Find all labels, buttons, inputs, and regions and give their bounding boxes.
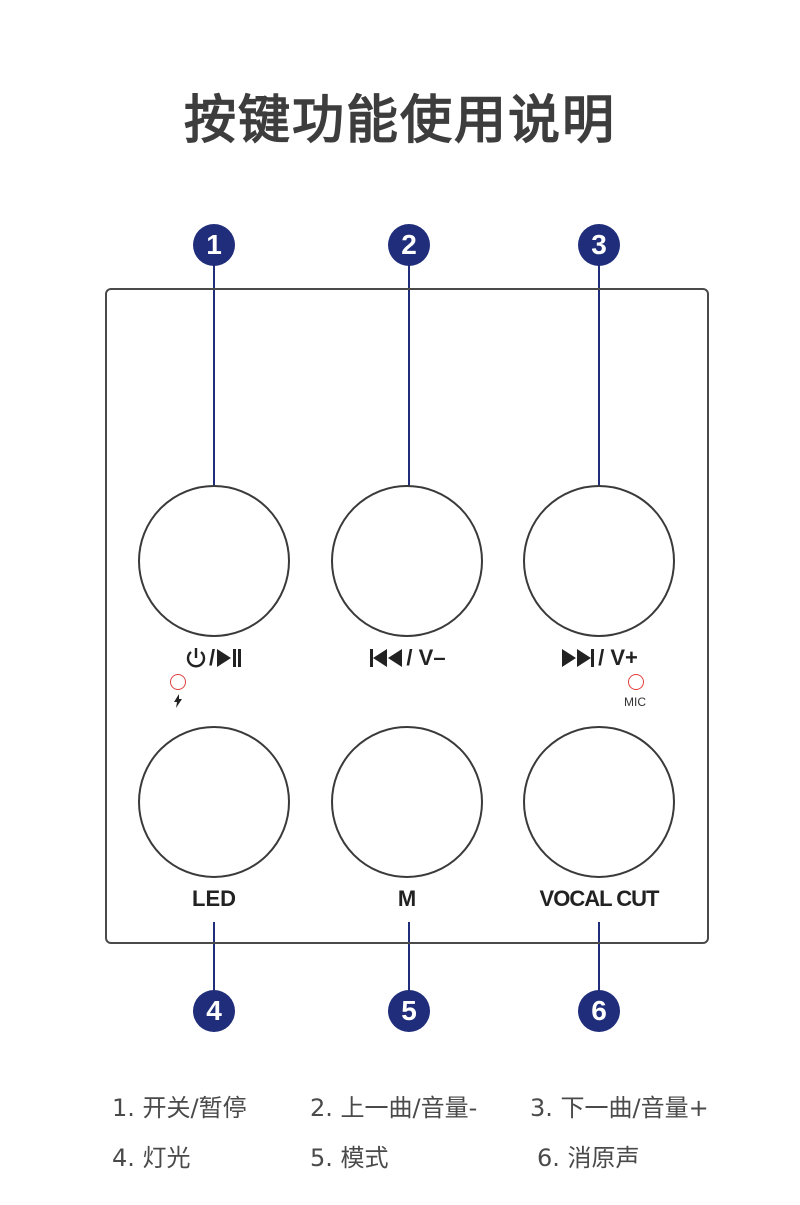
callout-badge-2: 2 [388, 224, 430, 266]
leader-line-5 [408, 922, 410, 994]
next-volume-up-button[interactable] [523, 485, 675, 637]
control-panel [105, 288, 709, 944]
prev-volume-text: / V– [406, 645, 446, 670]
legend-item-3: 3. 下一曲/音量+ [530, 1094, 709, 1122]
led-label: LED [192, 886, 236, 911]
mode-button[interactable] [331, 726, 483, 878]
callout-badge-4: 4 [193, 990, 235, 1032]
mic-label: MIC [624, 695, 646, 709]
callout-badge-5: 5 [388, 990, 430, 1032]
leader-line-4 [213, 922, 215, 994]
power-play-symbols: / [114, 645, 314, 671]
callout-badge-6: 6 [578, 990, 620, 1032]
charge-indicator-light [170, 674, 186, 690]
previous-track-icon [370, 649, 403, 667]
legend-item-2: 2. 上一曲/音量- [310, 1094, 478, 1122]
next-track-icon [562, 649, 595, 667]
leader-line-3 [598, 262, 600, 492]
legend-item-5: 5. 模式 [310, 1144, 389, 1172]
vocal-cut-label: VOCAL CUT [539, 886, 660, 911]
leader-line-6 [598, 922, 600, 994]
power-icon [186, 648, 206, 668]
power-play-button[interactable] [138, 485, 290, 637]
legend-item-6: 6. 消原声 [537, 1144, 640, 1172]
page-title: 按键功能使用说明 [183, 91, 616, 151]
prev-volume-down-button[interactable] [331, 485, 483, 637]
vocal-cut-button[interactable] [523, 726, 675, 878]
prev-volume-symbols: / V– [307, 645, 507, 671]
mic-indicator-light [628, 674, 644, 690]
callout-badge-3: 3 [578, 224, 620, 266]
legend-item-4: 4. 灯光 [112, 1144, 191, 1172]
lightning-icon [174, 694, 182, 708]
leader-line-1 [213, 262, 215, 492]
separator-slash: / [208, 645, 216, 670]
leader-line-2 [408, 262, 410, 492]
led-button[interactable] [138, 726, 290, 878]
next-volume-symbols: / V+ [499, 645, 699, 671]
legend-item-1: 1. 开关/暂停 [112, 1094, 247, 1122]
next-volume-text: / V+ [598, 645, 638, 670]
callout-badge-1: 1 [193, 224, 235, 266]
mode-label: M [397, 886, 417, 911]
play-pause-icon [217, 649, 242, 667]
